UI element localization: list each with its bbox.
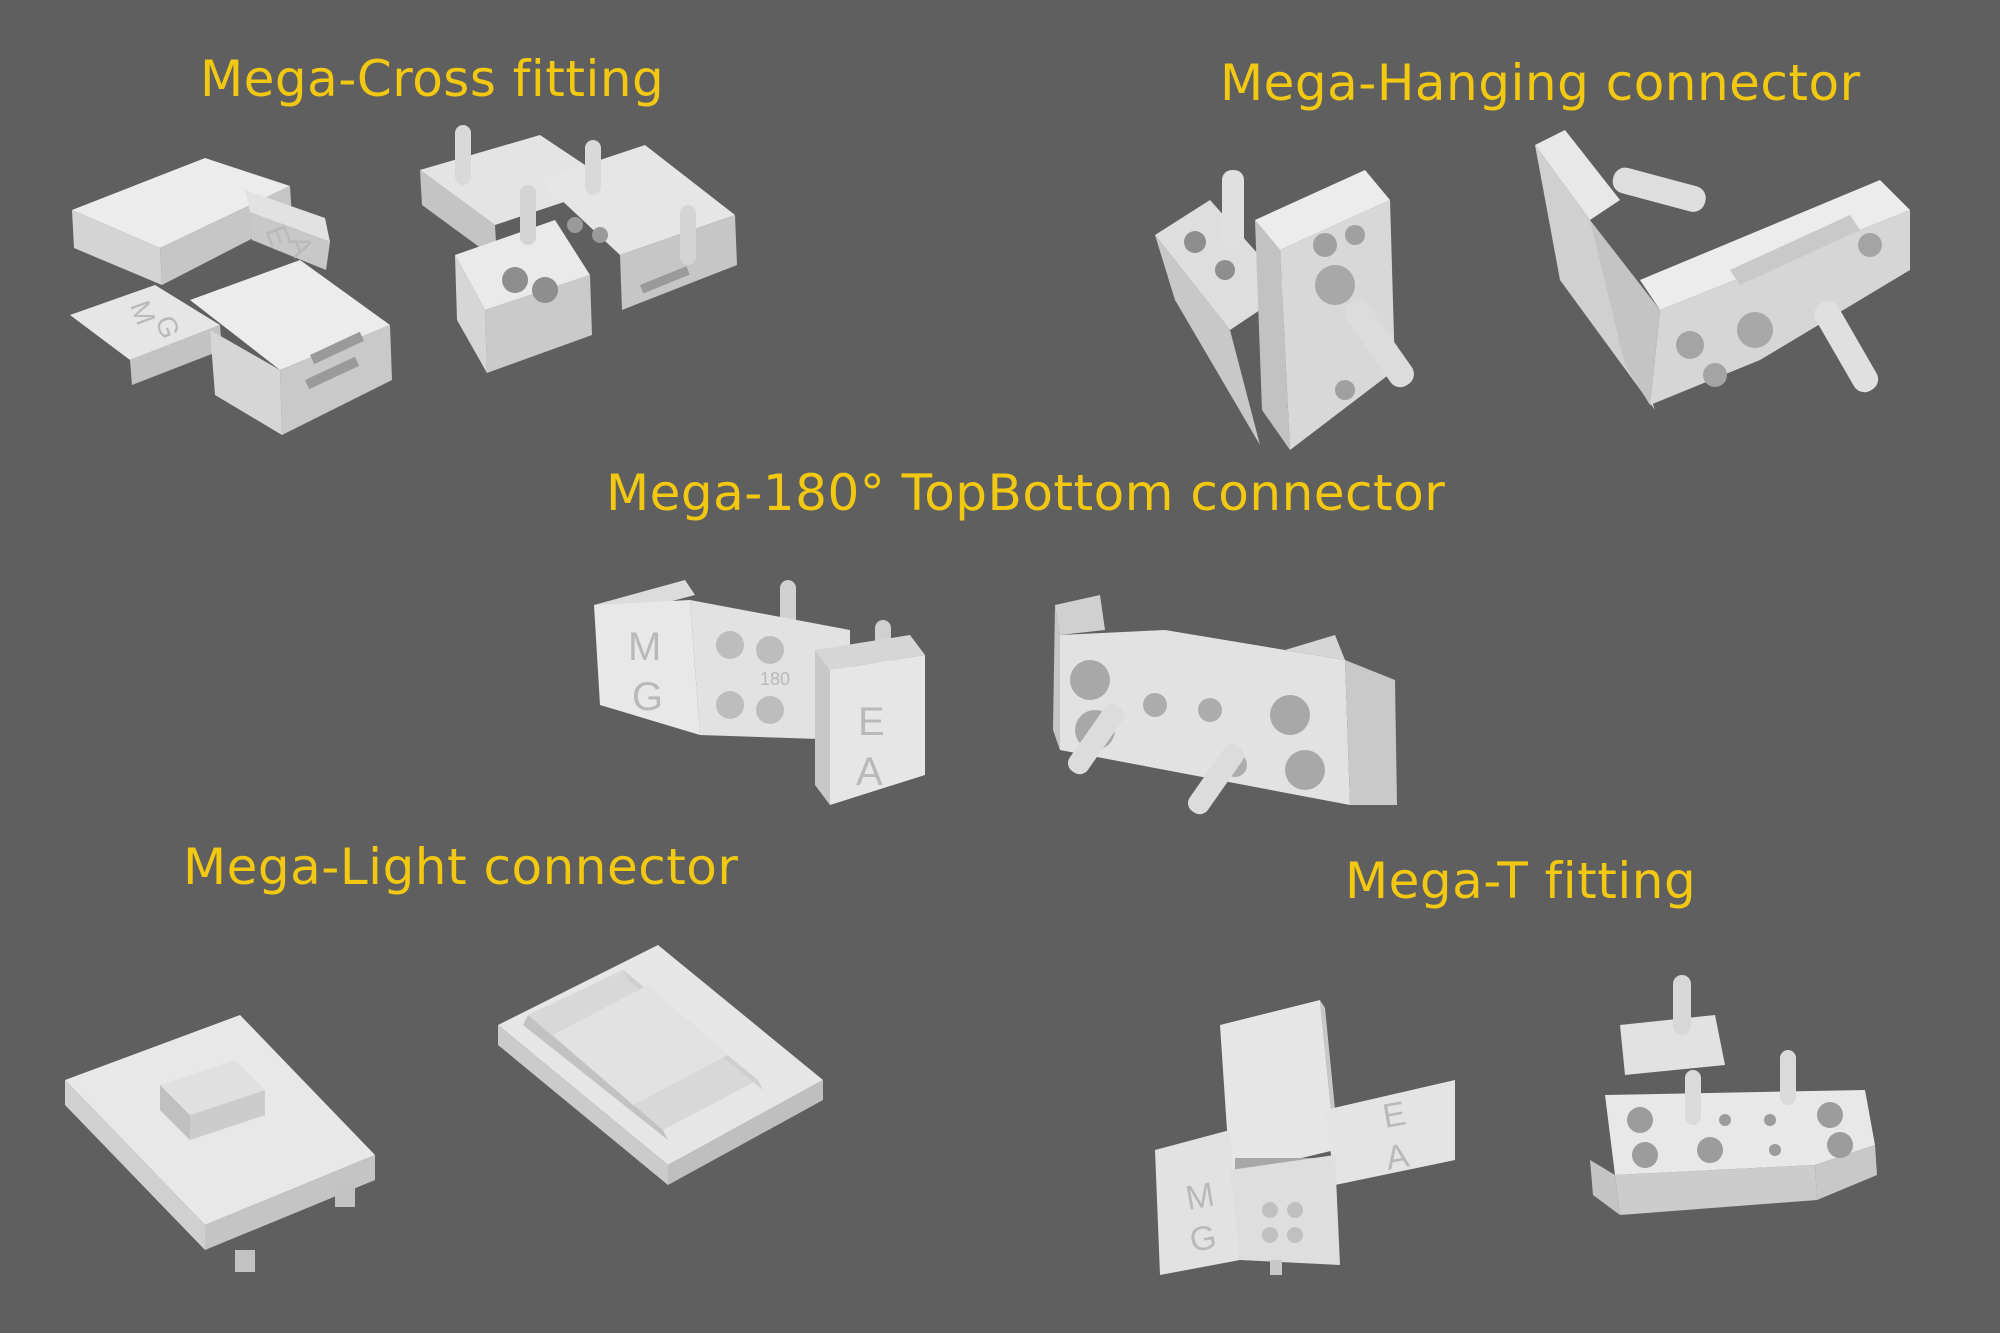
topbottom-emb-a: A: [856, 750, 883, 794]
light-connector-flat-photo: [65, 1015, 375, 1280]
t-emb-m: M: [1183, 1176, 1217, 1218]
hanging-connector-side-photo: [1530, 130, 1920, 420]
label-mega-light: Mega-Light connector: [183, 838, 739, 896]
label-mega-cross: Mega-Cross fitting: [200, 50, 665, 108]
label-mega-180-topbottom: Mega-180° TopBottom connector: [606, 464, 1446, 522]
hanging-connector-front-photo: [1150, 160, 1430, 460]
label-mega-hanging: Mega-Hanging connector: [1220, 54, 1861, 112]
topbottom-emb-m: M: [628, 625, 661, 669]
t-fitting-top-photo: M G E A: [1150, 1000, 1465, 1280]
t-fitting-pins-photo: [1585, 975, 1885, 1235]
topbottom-connector-front-photo: 180 M G E A: [590, 575, 935, 810]
cross-fitting-top-photo: E A M G: [60, 150, 400, 450]
topbottom-emb-180: 180: [760, 669, 790, 689]
light-connector-channel-photo: [498, 940, 823, 1185]
topbottom-emb-g: G: [632, 675, 663, 719]
t-emb-g: G: [1187, 1218, 1220, 1260]
label-mega-t: Mega-T fitting: [1345, 852, 1697, 910]
cross-fitting-pins-photo: [415, 125, 745, 405]
topbottom-emb-e: E: [858, 700, 885, 744]
topbottom-connector-back-photo: [1045, 590, 1405, 835]
